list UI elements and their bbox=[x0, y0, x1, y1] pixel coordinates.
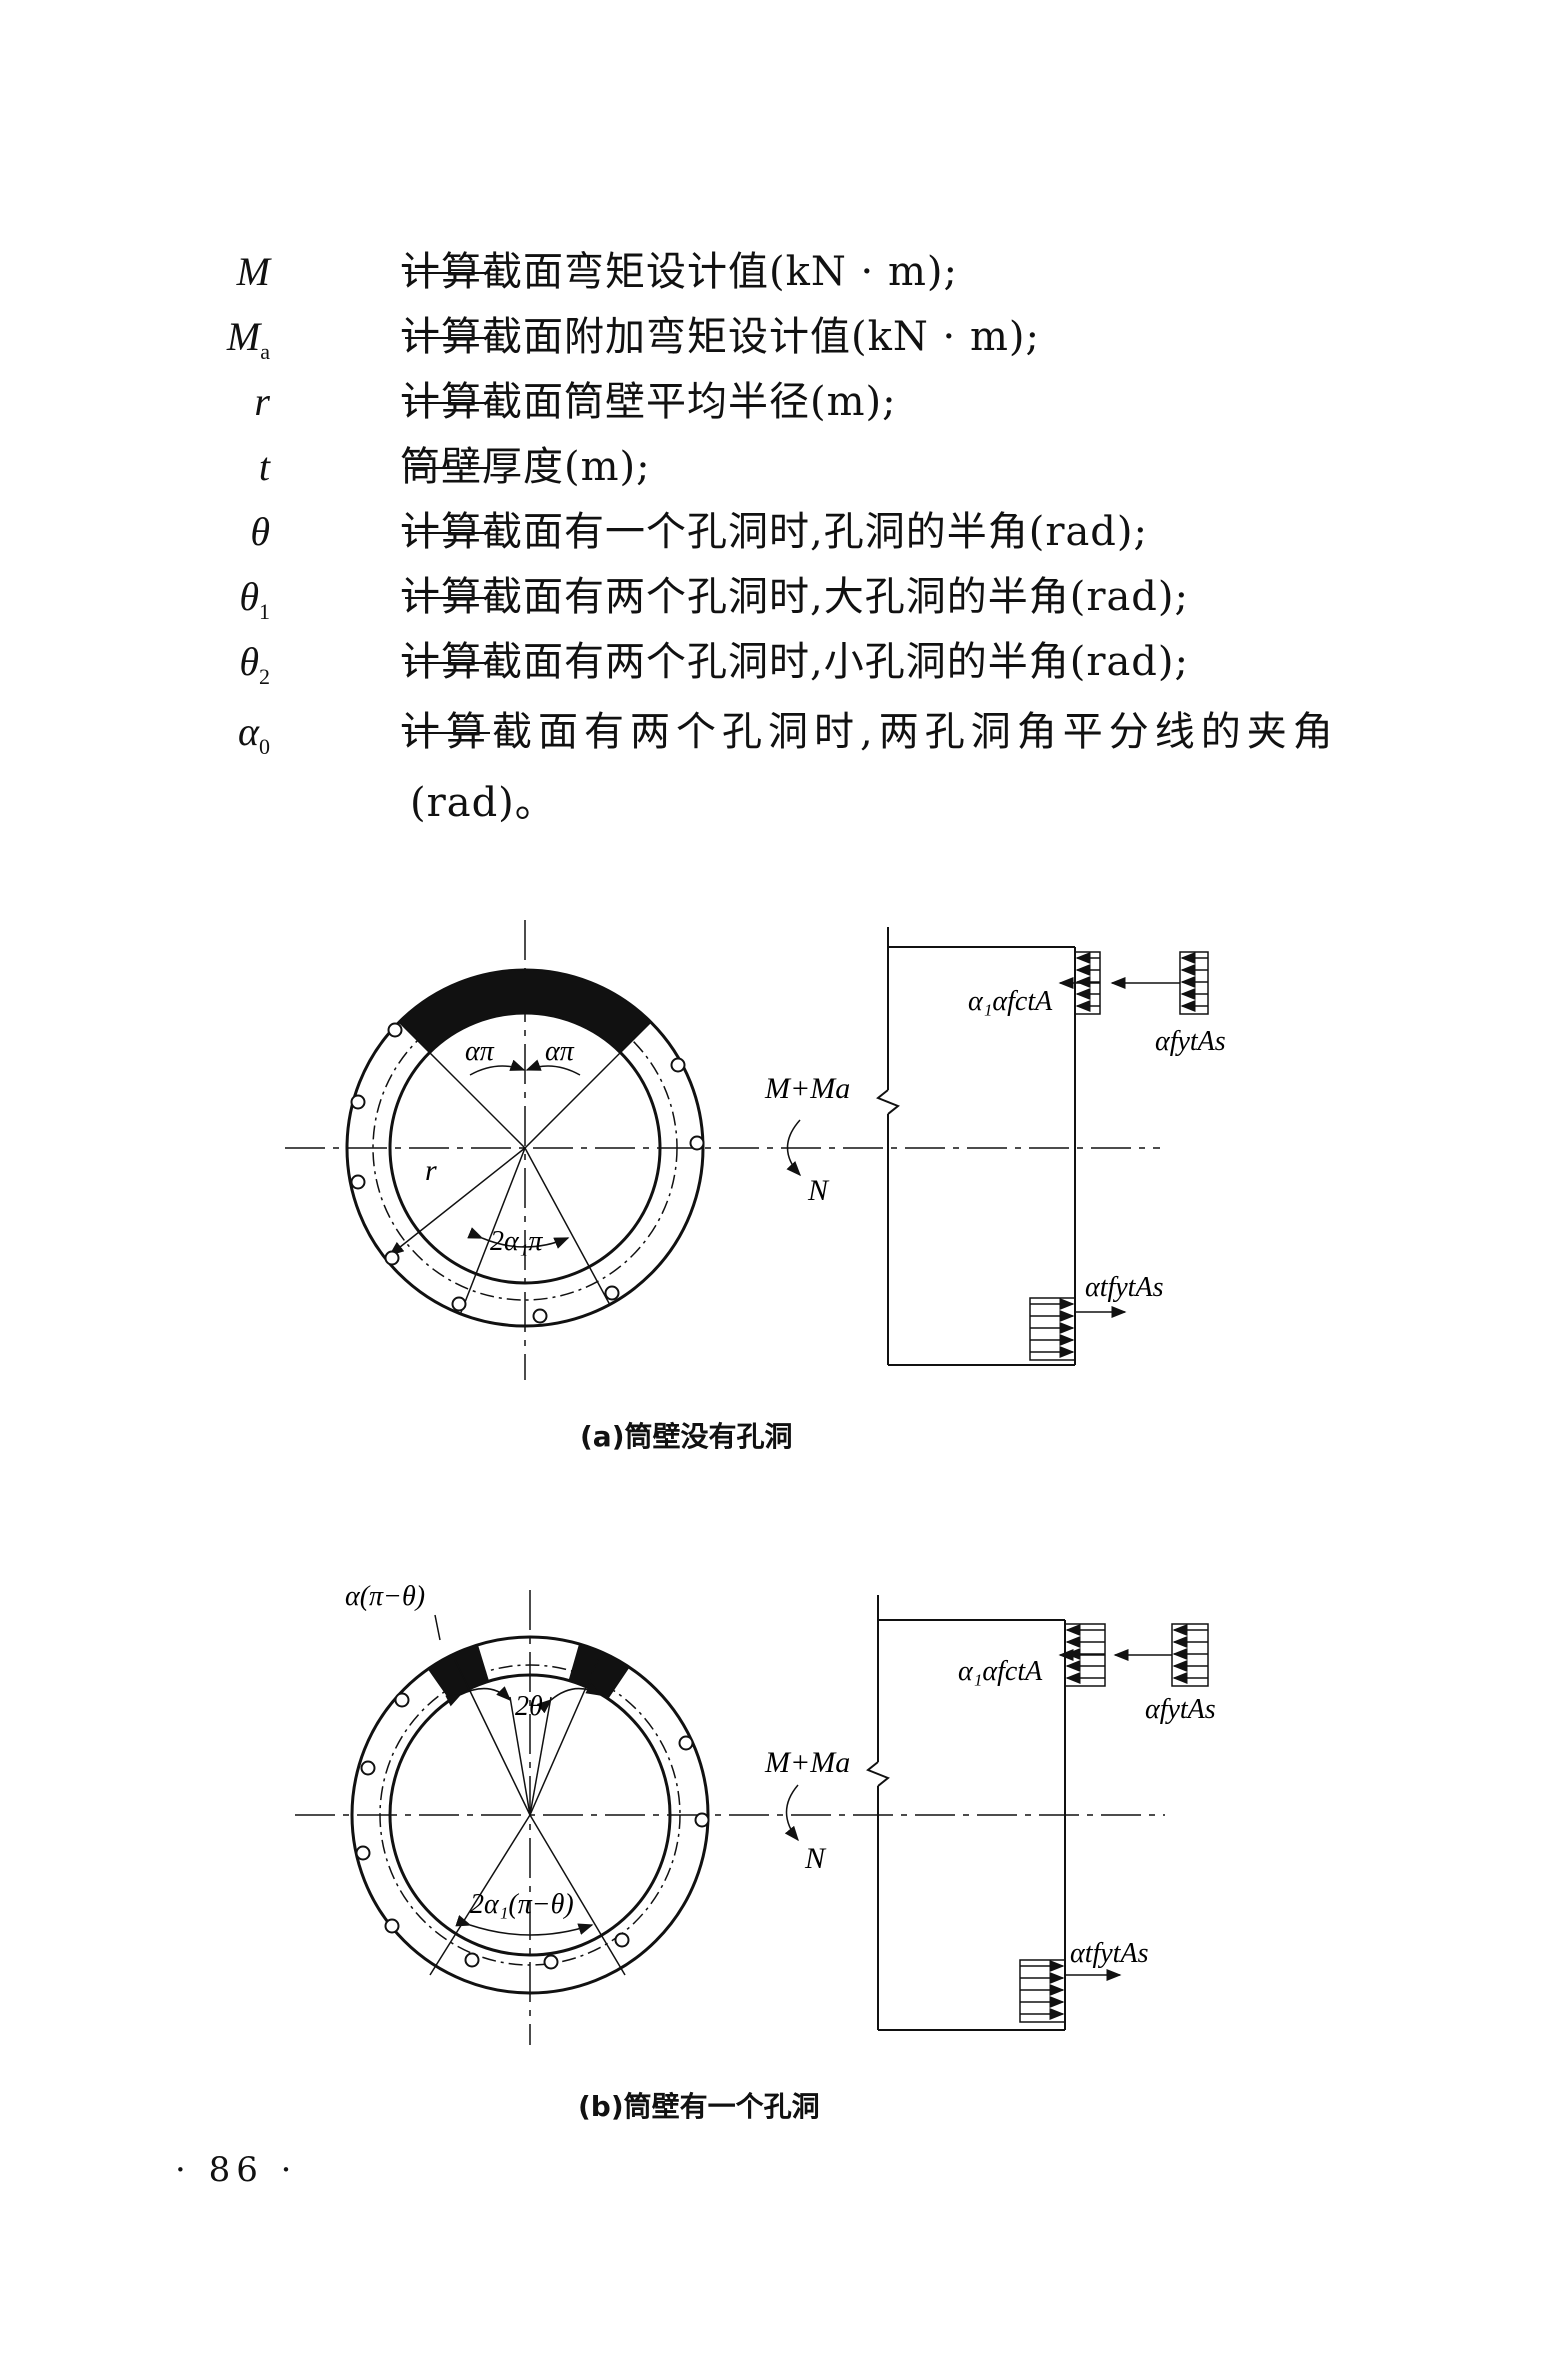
label-steel-tension: αtfytAs bbox=[1085, 1272, 1164, 1303]
definition-dash bbox=[405, 662, 490, 664]
definition-dash bbox=[405, 732, 490, 734]
definition-symbol: M bbox=[236, 249, 270, 294]
label-concrete-compression: α₁αfctA bbox=[968, 986, 1053, 1017]
page-number: · 86 · bbox=[175, 2150, 298, 2190]
rebar-dots bbox=[355, 1692, 710, 1970]
label-moment: M+Ma bbox=[764, 1072, 850, 1105]
definition-dash bbox=[405, 467, 490, 469]
definition-dash bbox=[405, 532, 490, 534]
angle-arc bbox=[467, 1227, 570, 1249]
compression-arrows bbox=[1058, 951, 1209, 1015]
label-concrete-compression: α₁αfctA bbox=[958, 1656, 1043, 1687]
definition-symbol: t bbox=[258, 444, 270, 489]
label-steel-tension: αtfytAs bbox=[1070, 1938, 1149, 1969]
label-alpha-pi-theta: α(π−θ) bbox=[345, 1581, 425, 1612]
figure-a-diagram: απ απ r 2α₁π M+Ma N α₁αfctA αfytAs bbox=[285, 920, 1226, 1380]
definition-text: 筒壁厚度(m); bbox=[400, 444, 651, 490]
moment-arrow bbox=[784, 1784, 799, 1842]
figure-a-caption: (a)筒壁没有孔洞 bbox=[580, 1420, 793, 1453]
definition-symbol: α0 bbox=[238, 709, 270, 759]
angle-arc bbox=[469, 1059, 526, 1076]
radial-lines bbox=[388, 1021, 652, 1316]
label-alpha-pi: απ bbox=[465, 1036, 495, 1067]
figure-b-diagram: α(π−θ) 2θ 2α₁(π−θ) M+Ma N α₁αfctA αfytAs bbox=[295, 1581, 1216, 2045]
rebar-dots bbox=[350, 1022, 705, 1324]
label-moment: M+Ma bbox=[764, 1746, 850, 1779]
inner-ring bbox=[388, 1673, 672, 1957]
compression-zone-right bbox=[568, 1643, 630, 1699]
compression-zone bbox=[399, 970, 651, 1053]
radial-lines bbox=[429, 1659, 626, 1976]
definition-text: 计算截面有两个孔洞时,两孔洞角平分线的夹角 bbox=[400, 709, 1339, 755]
angle-arc bbox=[525, 1059, 581, 1076]
tension-arrows bbox=[1029, 1297, 1127, 1361]
figure-b-caption: (b)筒壁有一个孔洞 bbox=[578, 2090, 820, 2123]
label-alpha-pi: απ bbox=[545, 1036, 575, 1067]
definition-continuation: (rad)。 bbox=[410, 780, 556, 826]
definition-dash bbox=[405, 597, 490, 599]
label-axial: N bbox=[804, 1842, 827, 1875]
definition-text: 计算截面筒壁平均半径(m); bbox=[400, 379, 897, 425]
angle-arc bbox=[536, 1682, 602, 1714]
label-axial: N bbox=[807, 1174, 830, 1207]
definition-dash bbox=[405, 272, 490, 274]
label-r: r bbox=[425, 1154, 437, 1187]
definition-text: 计算截面有两个孔洞时,小孔洞的半角(rad); bbox=[400, 639, 1189, 685]
tension-arrows bbox=[1019, 1959, 1122, 2023]
leader-line bbox=[434, 1614, 441, 1641]
moment-arrow bbox=[786, 1119, 802, 1177]
definition-dash bbox=[405, 337, 490, 339]
definition-text: 计算截面附加弯矩设计值(kN · m); bbox=[400, 314, 1040, 360]
label-2alpha1: 2α₁(π−θ) bbox=[470, 1889, 574, 1920]
angle-arc bbox=[445, 1686, 512, 1707]
definition-text: 计算截面弯矩设计值(kN · m); bbox=[400, 249, 958, 295]
outer-ring bbox=[350, 1635, 710, 1995]
label-steel-compression: αfytAs bbox=[1145, 1694, 1216, 1725]
definition-text: 计算截面有两个孔洞时,大孔洞的半角(rad); bbox=[400, 574, 1189, 620]
definition-text: 计算截面有一个孔洞时,孔洞的半角(rad); bbox=[400, 509, 1148, 555]
rebar-circle bbox=[379, 1664, 681, 1966]
definition-symbol: Ma bbox=[226, 314, 270, 364]
definition-dash bbox=[405, 402, 490, 404]
definition-symbol: θ2 bbox=[239, 639, 270, 689]
definition-symbol: r bbox=[254, 379, 270, 424]
compression-zone-left bbox=[427, 1644, 490, 1701]
label-2alpha1pi: 2α₁π bbox=[490, 1226, 543, 1257]
stress-block bbox=[876, 927, 1076, 1366]
compression-arrows bbox=[1058, 1623, 1209, 1687]
definition-symbol: θ1 bbox=[239, 574, 270, 624]
angle-arc bbox=[455, 1915, 594, 1936]
definition-symbol: θ bbox=[250, 509, 270, 554]
label-2theta: 2θ bbox=[515, 1691, 543, 1722]
label-steel-compression: αfytAs bbox=[1155, 1026, 1226, 1057]
